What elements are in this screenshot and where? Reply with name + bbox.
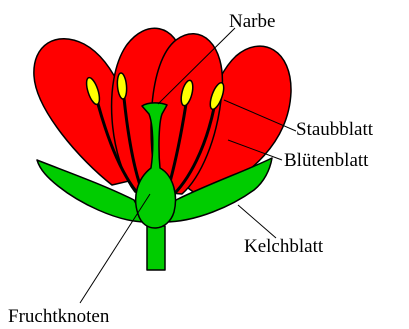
leader-line-sepal <box>238 205 276 238</box>
label-stamen: Staubblatt <box>296 119 374 140</box>
label-sepal: Kelchblatt <box>244 236 324 257</box>
label-petal: Blütenblatt <box>284 150 369 171</box>
label-stigma: Narbe <box>229 11 275 32</box>
stem <box>147 226 165 270</box>
label-ovary: Fruchtknoten <box>8 306 110 327</box>
